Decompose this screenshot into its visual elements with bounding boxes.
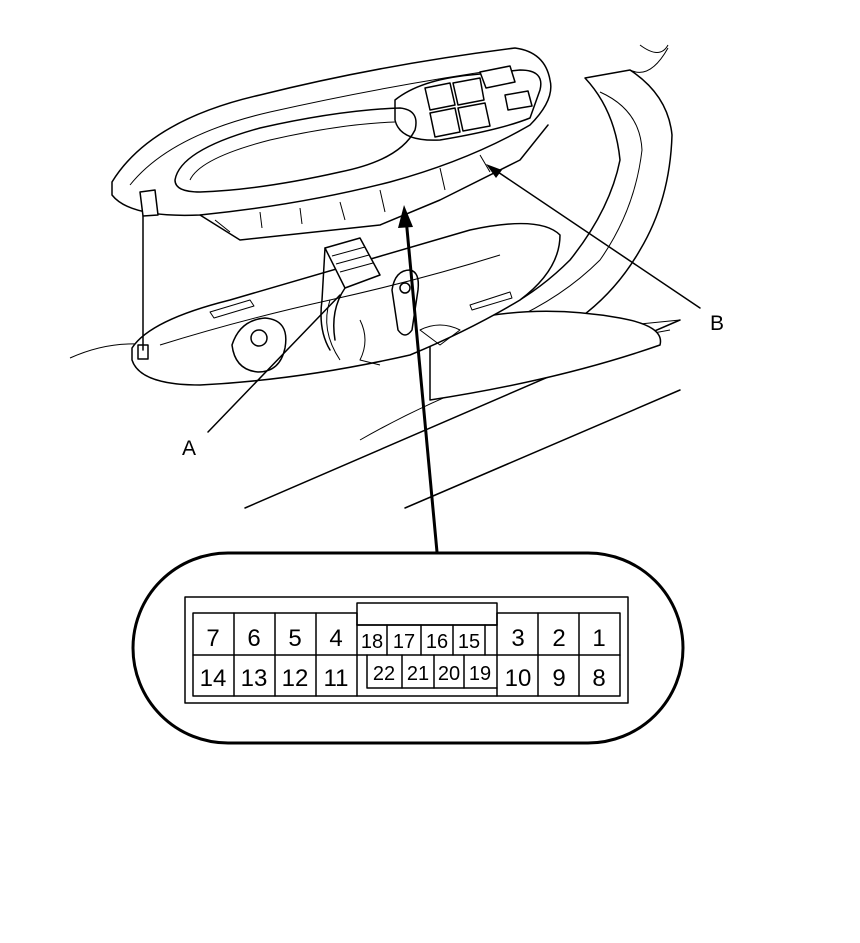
pin-label: 22: [373, 663, 395, 685]
pin-label: 13: [241, 665, 268, 692]
pin-label: 6: [247, 625, 260, 652]
connector-pinout: [131, 551, 685, 745]
arrow-head-b: [486, 164, 502, 178]
pin-label: 9: [552, 665, 565, 692]
pin-label: 14: [200, 665, 227, 692]
pin-label: 17: [393, 631, 415, 653]
power-window-switch-panel: [111, 47, 552, 241]
pin-numbers: 7 6 5 4 18 17 16 15 3 2 1 14 13 12 11 22…: [200, 625, 606, 692]
pin-label: 20: [438, 663, 460, 685]
pin-label: 8: [592, 665, 605, 692]
pin-label: 3: [511, 625, 524, 652]
pin-label: 7: [206, 625, 219, 652]
arrow-head-connector: [398, 205, 413, 228]
pin-label: 2: [552, 625, 565, 652]
pin-label: 4: [329, 625, 342, 652]
pin-label: 21: [407, 663, 429, 685]
connector-a: [320, 237, 381, 351]
pin-label: 5: [288, 625, 301, 652]
pin-label: 10: [505, 665, 532, 692]
pin-label: 16: [426, 631, 448, 653]
callout-b-label: B: [710, 312, 724, 335]
pin-label: 1: [592, 625, 605, 652]
leader-lines: [142, 164, 701, 553]
armrest-handle: [429, 69, 681, 401]
pin-label: 11: [324, 665, 349, 692]
pin-label: 18: [361, 631, 383, 653]
pin-label: 19: [469, 663, 491, 685]
pin-label: 15: [458, 631, 480, 653]
pin-label: 12: [282, 665, 309, 692]
lower-panel-cavity: [131, 222, 561, 386]
callout-a-label: A: [182, 437, 196, 460]
